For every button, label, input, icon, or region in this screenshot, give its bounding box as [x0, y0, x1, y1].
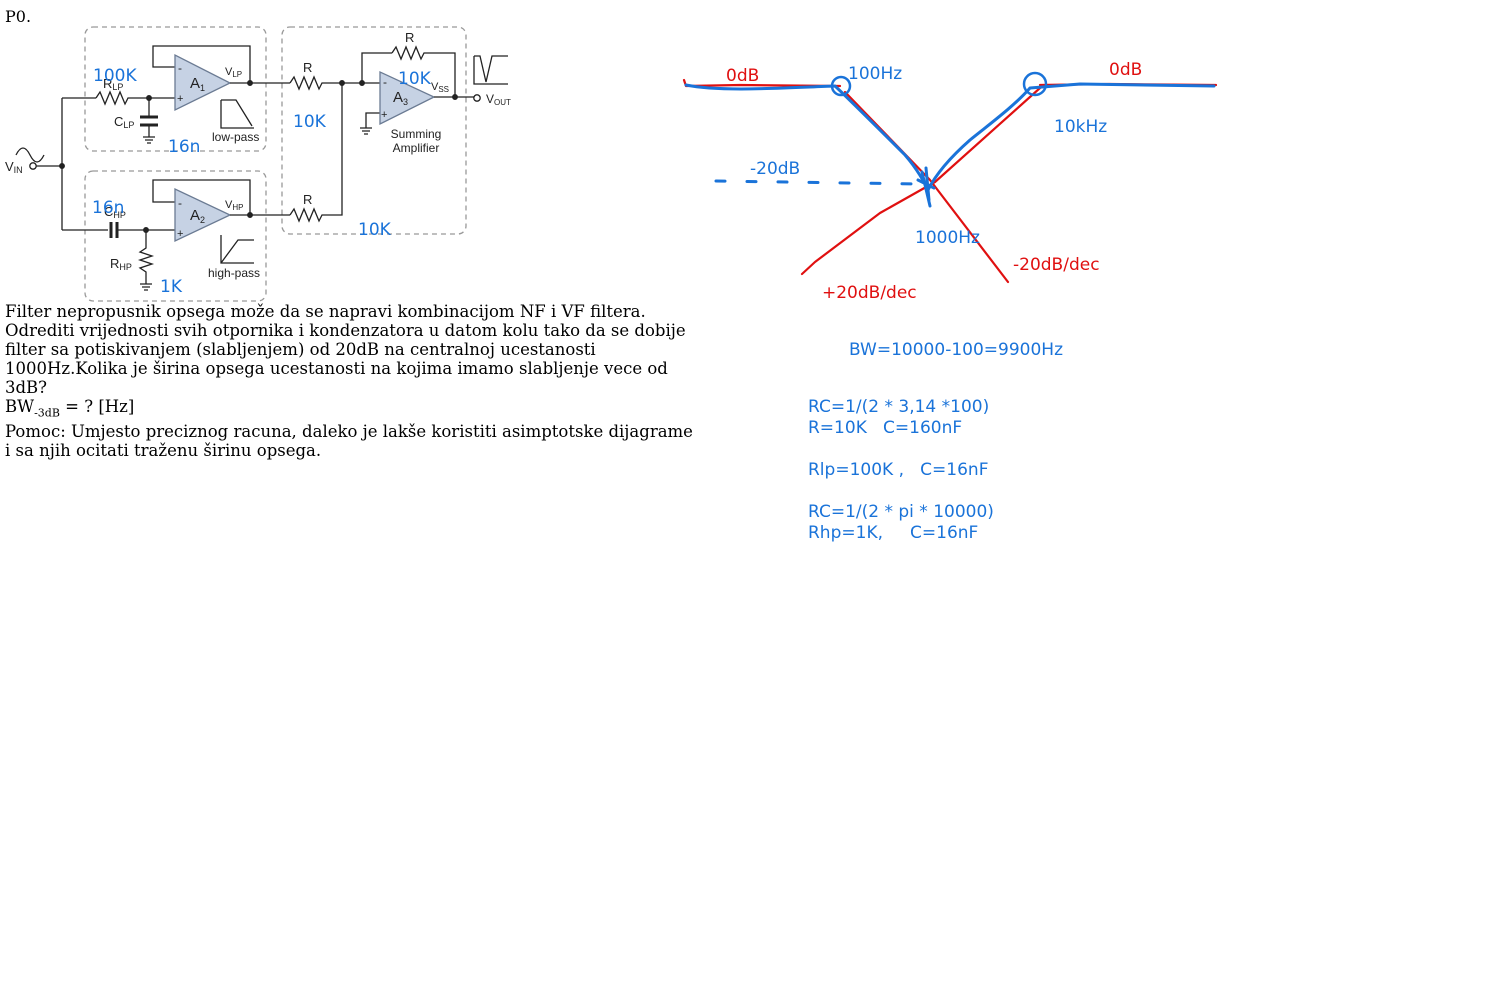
highpass-response-icon	[220, 235, 254, 264]
lowpass-response-icon	[220, 99, 254, 129]
bw-sub: -3dB	[34, 406, 60, 420]
minus-20db-label: -20dB	[750, 159, 800, 179]
clp-label: CLP	[114, 114, 134, 130]
summing-label: Summing	[391, 127, 442, 141]
rc-values-1: R=10K C=160nF	[808, 418, 963, 438]
r-top-resistor	[289, 75, 380, 91]
vout-label: VOUT	[486, 92, 511, 107]
clp-value: 16n	[168, 137, 200, 157]
a3-minus-label: -	[383, 75, 387, 89]
problem-line-2: Odrediti vrijednosti svih otpornika i ko…	[5, 321, 686, 397]
r-feedback-value: 10K	[398, 69, 432, 89]
slope-down-label: -20dB/dec	[1013, 255, 1100, 275]
chp-label: CHP	[104, 204, 126, 220]
lowpass-box	[84, 26, 267, 152]
bw-result: BW=10000-100=9900Hz	[849, 340, 1063, 360]
component-value-annotations: 100K 16n 10K 10K 10K 16n 1K	[92, 66, 432, 297]
lowpass-label: low-pass	[212, 130, 259, 144]
vin-terminal	[29, 162, 37, 170]
chp-value: 16n	[92, 198, 124, 218]
r-feedback-label: R	[405, 30, 414, 45]
highpass-label: high-pass	[208, 266, 260, 280]
freq-1000hz-label: 1000Hz	[915, 228, 980, 248]
r-feedback-resistor	[391, 45, 456, 97]
vin-sine-icon	[15, 147, 45, 163]
freq-10khz-label: 10kHz	[1054, 117, 1107, 137]
opamp-a1	[174, 53, 232, 112]
circuit-labels: VIN RLP CLP - + A1 VLP low-pass CHP RHP …	[5, 30, 511, 280]
a1-plus-label: +	[177, 93, 183, 105]
problem-hint: Pomoc: Umjesto preciznog racuna, daleko …	[5, 422, 693, 461]
blue-response-curve	[684, 82, 1216, 192]
amplifier-label: Amplifier	[393, 141, 440, 155]
a3-label: A3	[393, 89, 408, 107]
circuit-diagram	[15, 26, 508, 302]
rhp-resistor	[137, 230, 155, 291]
bw-prefix: BW	[5, 397, 35, 416]
rhp-value: 1K	[160, 277, 183, 297]
a2-plus-label: +	[177, 228, 183, 240]
solution-notes: BW=10000-100=9900Hz RC=1/(2 * 3,14 *100)…	[808, 340, 1063, 544]
rlp-resistor	[95, 90, 175, 106]
vin-label: VIN	[5, 159, 23, 175]
bode-sketch	[682, 71, 1218, 284]
r-bottom-value: 10K	[358, 220, 392, 240]
lowpass-values: Rlp=100K , C=16nF	[808, 460, 989, 480]
opamp-a2	[174, 187, 232, 243]
slope-up-label: +20dB/dec	[822, 283, 917, 303]
a3-plus-label: +	[381, 109, 387, 121]
red-slope-up-line	[800, 86, 1042, 276]
rlp-value: 100K	[93, 66, 137, 86]
chp-capacitor	[109, 222, 119, 238]
r-bottom-resistor	[289, 83, 343, 223]
bw-rest: = ? [Hz]	[59, 397, 135, 416]
a2-label: A2	[190, 207, 205, 225]
r-top-value: 10K	[293, 112, 327, 132]
a1-label: A1	[190, 75, 205, 93]
opamp-a3	[379, 70, 436, 126]
blue-dashed-level	[714, 179, 922, 186]
r-top-label: R	[303, 60, 312, 75]
marker-10khz	[1022, 71, 1048, 97]
vout-terminal	[473, 94, 481, 102]
right-0db-label: 0dB	[1109, 60, 1142, 80]
bandstop-response-icon	[473, 55, 508, 85]
vlp-label: VLP	[225, 66, 242, 79]
highpass-values: Rhp=1K, C=16nF	[808, 523, 979, 543]
clp-capacitor	[140, 115, 158, 127]
marker-100hz	[830, 75, 852, 97]
summing-box	[281, 26, 467, 235]
left-0db-label: 0dB	[726, 66, 759, 86]
problem-line-1: Filter nepropusnik opsega može da se nap…	[5, 302, 646, 321]
problem-statement: Filter nepropusnik opsega može da se nap…	[5, 302, 695, 460]
freq-100hz-label: 100Hz	[848, 64, 902, 84]
rc-formula-2: RC=1/(2 * pi * 10000)	[808, 502, 994, 522]
vss-label: VSS	[431, 81, 449, 94]
red-left-flat-line	[682, 78, 842, 88]
problem-number: P0.	[5, 7, 31, 26]
sketch-labels: 0dB 100Hz 0dB 10kHz -20dB 1000Hz -20dB/d…	[726, 60, 1142, 303]
a1-minus-label: -	[178, 61, 182, 75]
rc-formula-1: RC=1/(2 * 3,14 *100)	[808, 397, 990, 417]
marker-1000hz	[916, 166, 936, 208]
rlp-label: RLP	[103, 76, 123, 92]
r-bottom-label: R	[303, 192, 312, 207]
vhp-label: VHP	[225, 199, 243, 212]
highpass-box	[84, 170, 267, 302]
rhp-label: RHP	[110, 256, 132, 272]
bw-question: BW-3dB = ? [Hz]	[5, 397, 695, 422]
a2-minus-label: -	[178, 196, 182, 210]
